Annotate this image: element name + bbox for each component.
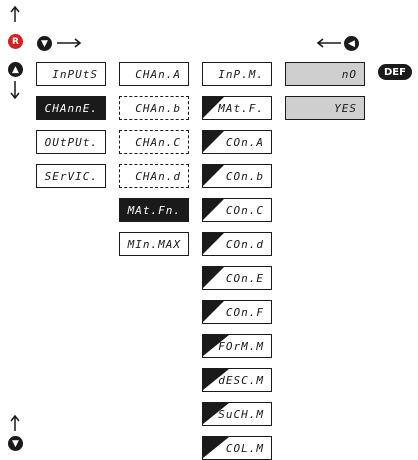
menu-inputs-label: InPUtS [52,67,98,81]
menu-channels[interactable]: CHAnnE. [36,96,106,120]
def-badge: DEF [378,64,412,80]
menu-con-e-label: COn.E [225,271,264,285]
menu-con-f[interactable]: COn.F [202,300,272,324]
menu-chan-c-label: CHAn.C [135,135,181,149]
menu-chan-d-label: CHAn.d [135,169,181,183]
menu-con-a-label: COn.A [225,135,264,149]
menu-con-d[interactable]: COn.d [202,232,272,256]
value-no[interactable]: nO [285,62,365,86]
menu-desc-m-label: dESC.M [218,373,264,387]
up-circle-icon[interactable]: ▲ [8,62,23,77]
up-arrow-icon [10,5,20,22]
value-yes[interactable]: YES [285,96,365,120]
menu-inp-m-label: InP.M. [218,67,264,81]
menu-min-max-label: MIn.MAX [127,237,181,251]
enter-circle-icon[interactable]: ▼ [37,36,52,51]
menu-service-label: SErVIC. [44,169,98,183]
menu-form-m-label: FOrM.M [218,339,264,353]
bottom-down-circle-icon[interactable]: ▼ [8,436,23,451]
left-arrow-icon [316,38,341,48]
menu-output[interactable]: OUtPUt. [36,130,106,154]
menu-con-e[interactable]: COn.E [202,266,272,290]
menu-chan-d[interactable]: CHAn.d [119,164,189,188]
bottom-up-arrow-icon [10,414,20,431]
def-label: DEF [384,66,406,78]
value-no-label: nO [341,67,357,81]
menu-form-m[interactable]: FOrM.M [202,334,272,358]
menu-con-b[interactable]: COn.b [202,164,272,188]
menu-chan-c[interactable]: CHAn.C [119,130,189,154]
menu-output-label: OUtPUt. [44,135,98,149]
menu-mat-f-label: MAt.F. [218,101,264,115]
value-yes-label: YES [334,101,357,115]
menu-mat-fn[interactable]: MAt.Fn. [119,198,189,222]
menu-con-c[interactable]: COn.C [202,198,272,222]
menu-con-b-label: COn.b [225,169,264,183]
menu-service[interactable]: SErVIC. [36,164,106,188]
menu-chan-b[interactable]: CHAn.b [119,96,189,120]
menu-min-max[interactable]: MIn.MAX [119,232,189,256]
right-arrow-icon [57,38,82,48]
menu-con-d-label: COn.d [225,237,264,251]
menu-col-m-label: COL.M [225,441,264,455]
menu-channels-label: CHAnnE. [44,101,98,115]
menu-such-m[interactable]: SuCH.M [202,402,272,426]
menu-desc-m[interactable]: dESC.M [202,368,272,392]
menu-such-m-label: SuCH.M [218,407,264,421]
menu-col-m[interactable]: COL.M [202,436,272,460]
menu-con-c-label: COn.C [225,203,264,217]
menu-chan-a[interactable]: CHAn.A [119,62,189,86]
r-label: R [12,36,19,47]
back-circle-icon[interactable]: ◀ [344,36,359,51]
menu-inputs[interactable]: InPUtS [36,62,106,86]
menu-con-f-label: COn.F [225,305,264,319]
menu-mat-f[interactable]: MAt.F. [202,96,272,120]
down-arrow-icon [10,81,20,100]
menu-chan-a-label: CHAn.A [135,67,181,81]
menu-mat-fn-label: MAt.Fn. [127,203,181,217]
menu-inp-m[interactable]: InP.M. [202,62,272,86]
menu-con-a[interactable]: COn.A [202,130,272,154]
menu-chan-b-label: CHAn.b [135,101,181,115]
r-button-icon[interactable]: R [8,34,23,49]
